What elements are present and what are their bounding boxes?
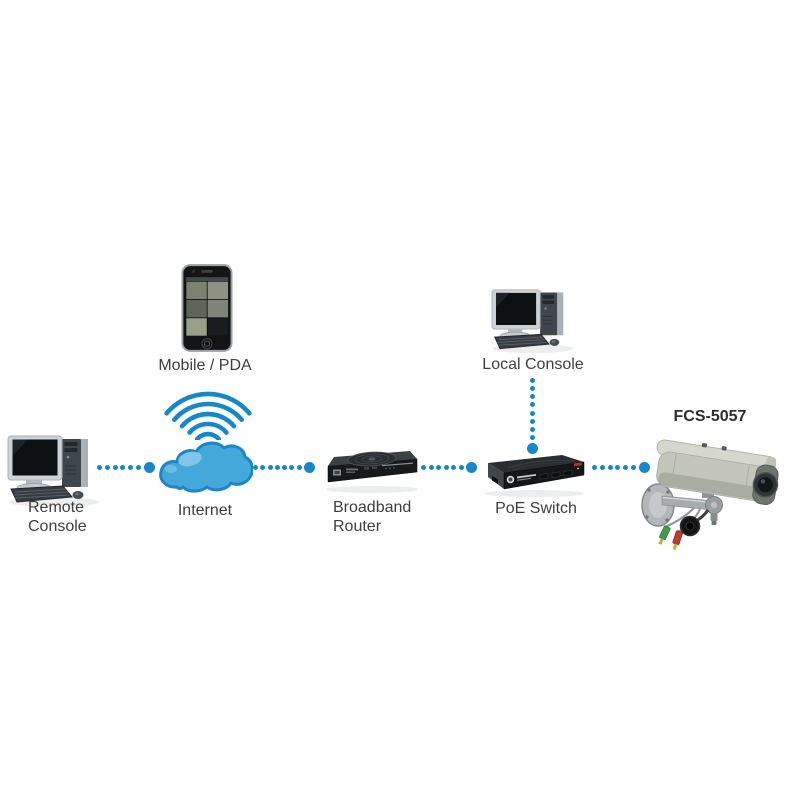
broadband-router-label-line1: Broadband <box>333 499 412 516</box>
node-mobile-pda <box>181 262 233 354</box>
node-poe-switch <box>478 452 590 498</box>
connection-router-switch <box>421 462 477 473</box>
broadband-router-label-line2: Router <box>333 518 382 535</box>
broadband-router-label: Broadband Router <box>333 498 411 536</box>
internet-label: Internet <box>177 502 233 519</box>
smartphone-icon <box>181 264 233 352</box>
mobile-pda-label: Mobile / PDA <box>158 357 252 374</box>
node-broadband-router <box>320 444 420 494</box>
remote-console-label-line1: Remote <box>28 499 85 516</box>
connection-remote-console-internet <box>97 462 155 473</box>
desktop-computer-icon <box>491 289 574 354</box>
node-ip-camera <box>634 424 799 559</box>
local-console-label: Local Console <box>482 356 584 373</box>
network-switch-icon <box>484 455 585 497</box>
remote-console-label: Remote Console <box>28 498 87 536</box>
connection-switch-camera <box>592 462 650 473</box>
connection-local-console-switch <box>527 378 538 454</box>
router-icon <box>326 451 418 493</box>
camera-model-label: FCS-5057 <box>673 408 747 425</box>
node-internet <box>157 436 253 500</box>
cloud-icon <box>159 441 253 493</box>
connection-internet-router <box>253 462 315 473</box>
node-local-console <box>490 288 576 354</box>
wireless-signal-icon <box>158 376 258 440</box>
remote-console-label-line2: Console <box>28 518 87 535</box>
node-remote-console <box>6 434 102 508</box>
desktop-computer-icon <box>7 435 99 507</box>
poe-switch-label: PoE Switch <box>495 500 577 517</box>
bullet-camera-icon <box>641 439 779 551</box>
